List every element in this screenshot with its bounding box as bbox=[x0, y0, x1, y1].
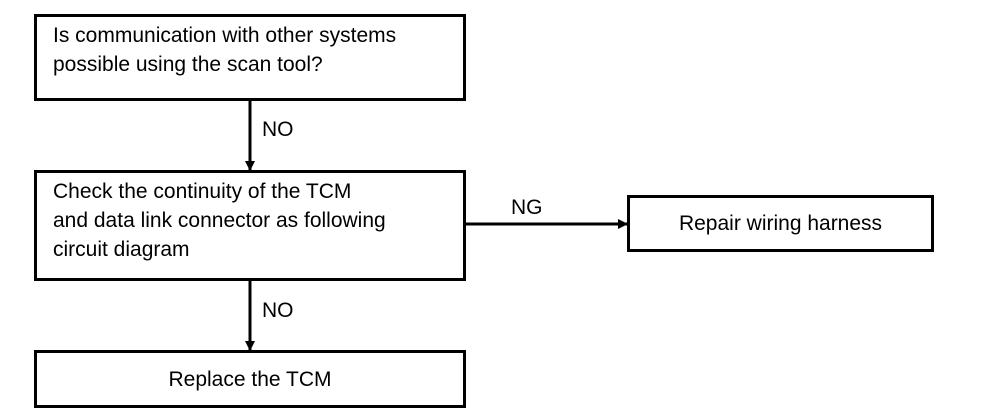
replace-tcm-label: Replace the TCM bbox=[168, 367, 332, 391]
check-continuity-line-3: circuit diagram bbox=[53, 238, 190, 261]
edge-label-no-2: NO bbox=[262, 299, 294, 322]
question-line-2: possible using the scan tool? bbox=[53, 53, 323, 76]
repair-wiring-harness-label: Repair wiring harness bbox=[678, 212, 883, 235]
question-box: Is communication with other systems poss… bbox=[34, 14, 466, 101]
edge-label-ng: NG bbox=[511, 196, 543, 219]
check-continuity-line-1: Check the continuity of the TCM bbox=[53, 180, 352, 203]
replace-tcm-box: Replace the TCM bbox=[34, 350, 466, 408]
check-continuity-box: Check the continuity of the TCM and data… bbox=[34, 170, 466, 281]
question-line-1: Is communication with other systems bbox=[53, 24, 397, 47]
check-continuity-line-2: and data link connector as following bbox=[53, 209, 386, 232]
repair-wiring-harness-box: Repair wiring harness bbox=[627, 195, 934, 252]
edge-label-no-1: NO bbox=[262, 118, 294, 141]
